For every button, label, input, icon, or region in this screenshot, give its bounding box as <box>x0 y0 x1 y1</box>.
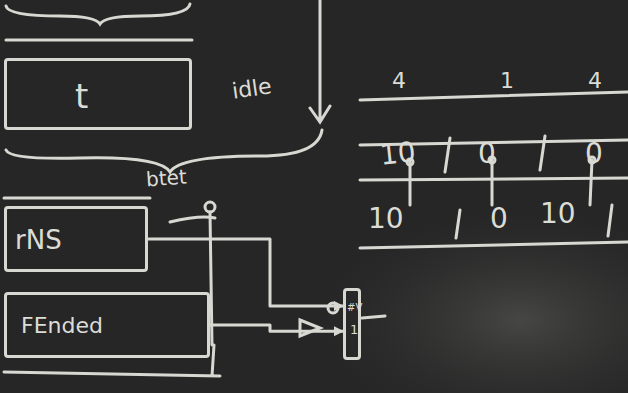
node-text: FEnded <box>21 315 103 337</box>
table-cell: 10 <box>379 138 417 170</box>
table-line <box>360 92 628 248</box>
band-box: t <box>4 58 192 130</box>
state-label: idle <box>231 75 273 102</box>
table-cell: 0 <box>478 140 496 168</box>
table-cell: 0 <box>585 140 603 168</box>
node-text: 1 <box>350 323 358 336</box>
signal-wire <box>210 325 343 331</box>
idle-arrow <box>310 0 330 122</box>
band-line <box>6 39 192 42</box>
top-brace <box>6 4 190 24</box>
bottom-brace <box>6 130 322 172</box>
table-cell: 10 <box>540 200 576 228</box>
eraser-smudge <box>320 210 628 393</box>
table-cell: 10 <box>368 205 404 233</box>
table-cell: 4 <box>392 70 406 92</box>
node-text: t <box>75 79 88 113</box>
port-box: #V 1 <box>343 288 361 360</box>
node-text: #V <box>347 303 362 313</box>
bit-link <box>410 160 592 205</box>
table-divider <box>445 136 612 238</box>
table-cell: 1 <box>500 70 514 92</box>
box-lines <box>4 198 220 376</box>
node-text: rNS <box>15 227 62 253</box>
wire <box>170 217 215 222</box>
table-cell: 0 <box>490 205 508 233</box>
buffer-triangle <box>300 320 320 336</box>
wire <box>362 316 385 318</box>
signal-name: btet <box>145 167 187 190</box>
signal-wire <box>148 239 343 306</box>
signal-box: rNS <box>4 206 148 272</box>
table-cell: 4 <box>588 70 602 92</box>
signal-box: FEnded <box>4 292 210 358</box>
